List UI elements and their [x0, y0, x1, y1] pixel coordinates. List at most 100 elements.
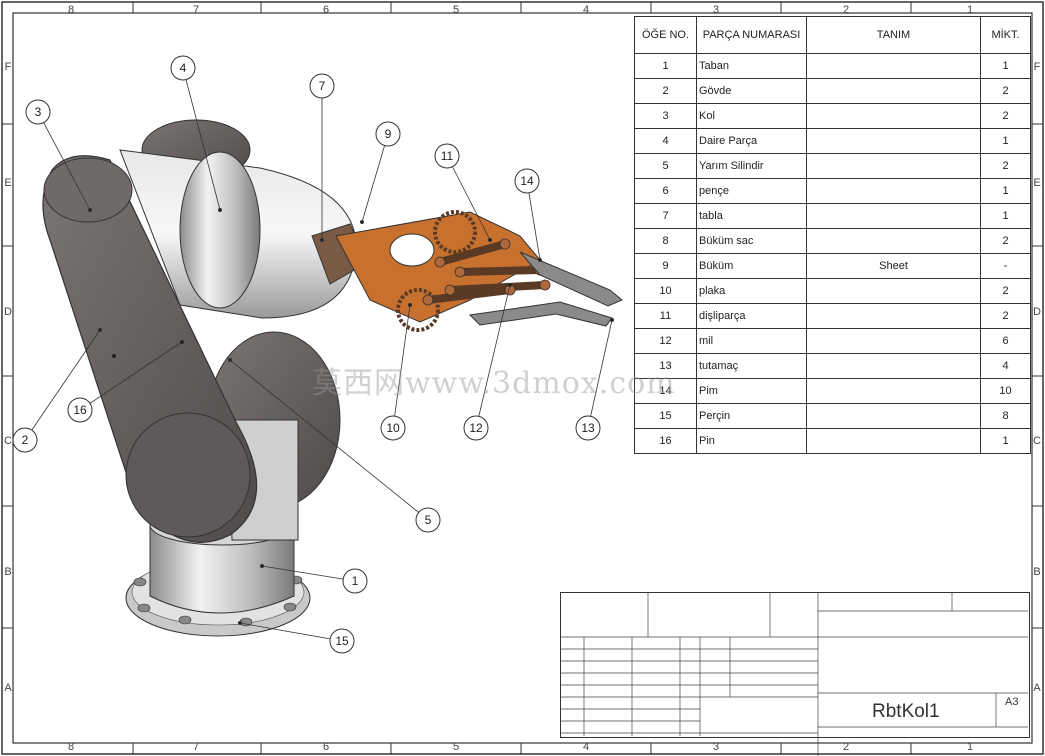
bom-cell-part-number: Büküm sac	[696, 228, 807, 254]
balloon-number: 5	[425, 513, 432, 527]
bom-cell-description	[806, 378, 981, 404]
bom-cell-part-number: Pin	[696, 428, 807, 454]
leader-dot	[237, 621, 242, 626]
zone-column-label: 7	[193, 741, 199, 753]
balloon-number: 11	[441, 149, 454, 163]
bom-cell-part-number: tutamaç	[696, 353, 807, 379]
upper-cylinder-face	[179, 151, 261, 309]
part-balloon: 14	[514, 168, 540, 194]
zone-row-label: C	[1033, 435, 1041, 447]
bom-cell-quantity: 10	[980, 378, 1031, 404]
balloon-number: 2	[22, 433, 29, 447]
balloon-leaders	[24, 67, 615, 642]
balloon-circle	[463, 415, 489, 441]
leader-dot	[319, 237, 324, 242]
bom-cell-item-no: 7	[634, 203, 697, 229]
inner-border	[12, 12, 1033, 744]
bom-cell-part-number: Daire Parça	[696, 128, 807, 154]
balloon-leader	[587, 319, 613, 429]
bom-cell-item-no: 6	[634, 178, 697, 204]
gripper-linkages	[424, 240, 549, 304]
balloon-leader	[392, 304, 411, 429]
zone-row-label: D	[4, 306, 12, 318]
part-balloon: 2	[12, 427, 38, 453]
bom-cell-description	[806, 203, 981, 229]
balloon-circle	[309, 73, 335, 99]
bom-cell-description	[806, 178, 981, 204]
balloon-circle	[342, 568, 368, 594]
gripper-finger-upper	[519, 251, 623, 307]
balloon-number: 12	[469, 421, 483, 435]
balloon-number: 7	[319, 79, 326, 93]
part-balloon: 3	[25, 99, 51, 125]
part-balloon: 1	[342, 568, 368, 594]
bom-cell-item-no: 1	[634, 53, 697, 79]
bom-cell-description	[806, 303, 981, 329]
balloon-number: 14	[520, 174, 534, 188]
balloon-leader	[229, 359, 429, 521]
bom-cell-item-no: 2	[634, 78, 697, 104]
arm-link-top-face	[43, 157, 133, 223]
bom-cell-quantity: 2	[980, 278, 1031, 304]
bom-cell-quantity: 4	[980, 353, 1031, 379]
bom-header-part-number: PARÇA NUMARASI	[696, 16, 807, 54]
balloon-circle	[12, 427, 38, 453]
drawing-name: RbtKol1	[872, 701, 940, 722]
zone-row-label: D	[1033, 306, 1041, 318]
zone-column-label: 6	[323, 4, 329, 16]
gripper-plate-hole	[389, 233, 435, 267]
bom-header-item-no: ÖĞE NO.	[634, 16, 697, 54]
balloon-number: 13	[581, 421, 595, 435]
part-balloon: 12	[463, 415, 489, 441]
zone-column-label: 6	[323, 741, 329, 753]
zone-column-label: 5	[453, 4, 459, 16]
bom-cell-part-number: Perçin	[696, 403, 807, 429]
leader-dot	[227, 357, 232, 362]
balloon-leader	[526, 180, 541, 261]
bom-header-quantity: MİKT.	[980, 16, 1031, 54]
bom-cell-quantity: 6	[980, 328, 1031, 354]
balloon-leader	[182, 67, 221, 211]
bom-cell-description	[806, 53, 981, 79]
balloon-circle	[170, 55, 196, 81]
balloon-circle	[25, 99, 51, 125]
balloon-leader	[361, 133, 389, 223]
zone-row-label: F	[5, 61, 12, 73]
part-balloon: 16	[67, 397, 93, 423]
bom-header-description: TANIM	[806, 16, 981, 54]
bom-cell-description	[806, 353, 981, 379]
zone-column-label: 1	[967, 741, 973, 753]
gear	[396, 288, 440, 332]
bom-cell-item-no: 4	[634, 128, 697, 154]
zone-column-label: 2	[843, 4, 849, 16]
bom-cell-part-number: Pim	[696, 378, 807, 404]
bom-cell-quantity: 2	[980, 303, 1031, 329]
balloon-leader	[79, 341, 183, 411]
zone-column-label: 4	[583, 4, 589, 16]
bom-cell-item-no: 8	[634, 228, 697, 254]
bom-cell-part-number: mil	[696, 328, 807, 354]
part-balloon: 15	[329, 628, 355, 654]
balloon-circle	[415, 507, 441, 533]
bom-cell-item-no: 10	[634, 278, 697, 304]
balloon-leader	[239, 622, 343, 642]
balloon-number: 16	[73, 403, 87, 417]
bom-cell-part-number: Kol	[696, 103, 807, 129]
arm-hole	[112, 354, 116, 358]
balloon-number: 4	[180, 61, 187, 75]
bom-cell-description	[806, 228, 981, 254]
bom-cell-item-no: 11	[634, 303, 697, 329]
zone-row-label: B	[4, 566, 11, 578]
bom-cell-quantity: 1	[980, 53, 1031, 79]
